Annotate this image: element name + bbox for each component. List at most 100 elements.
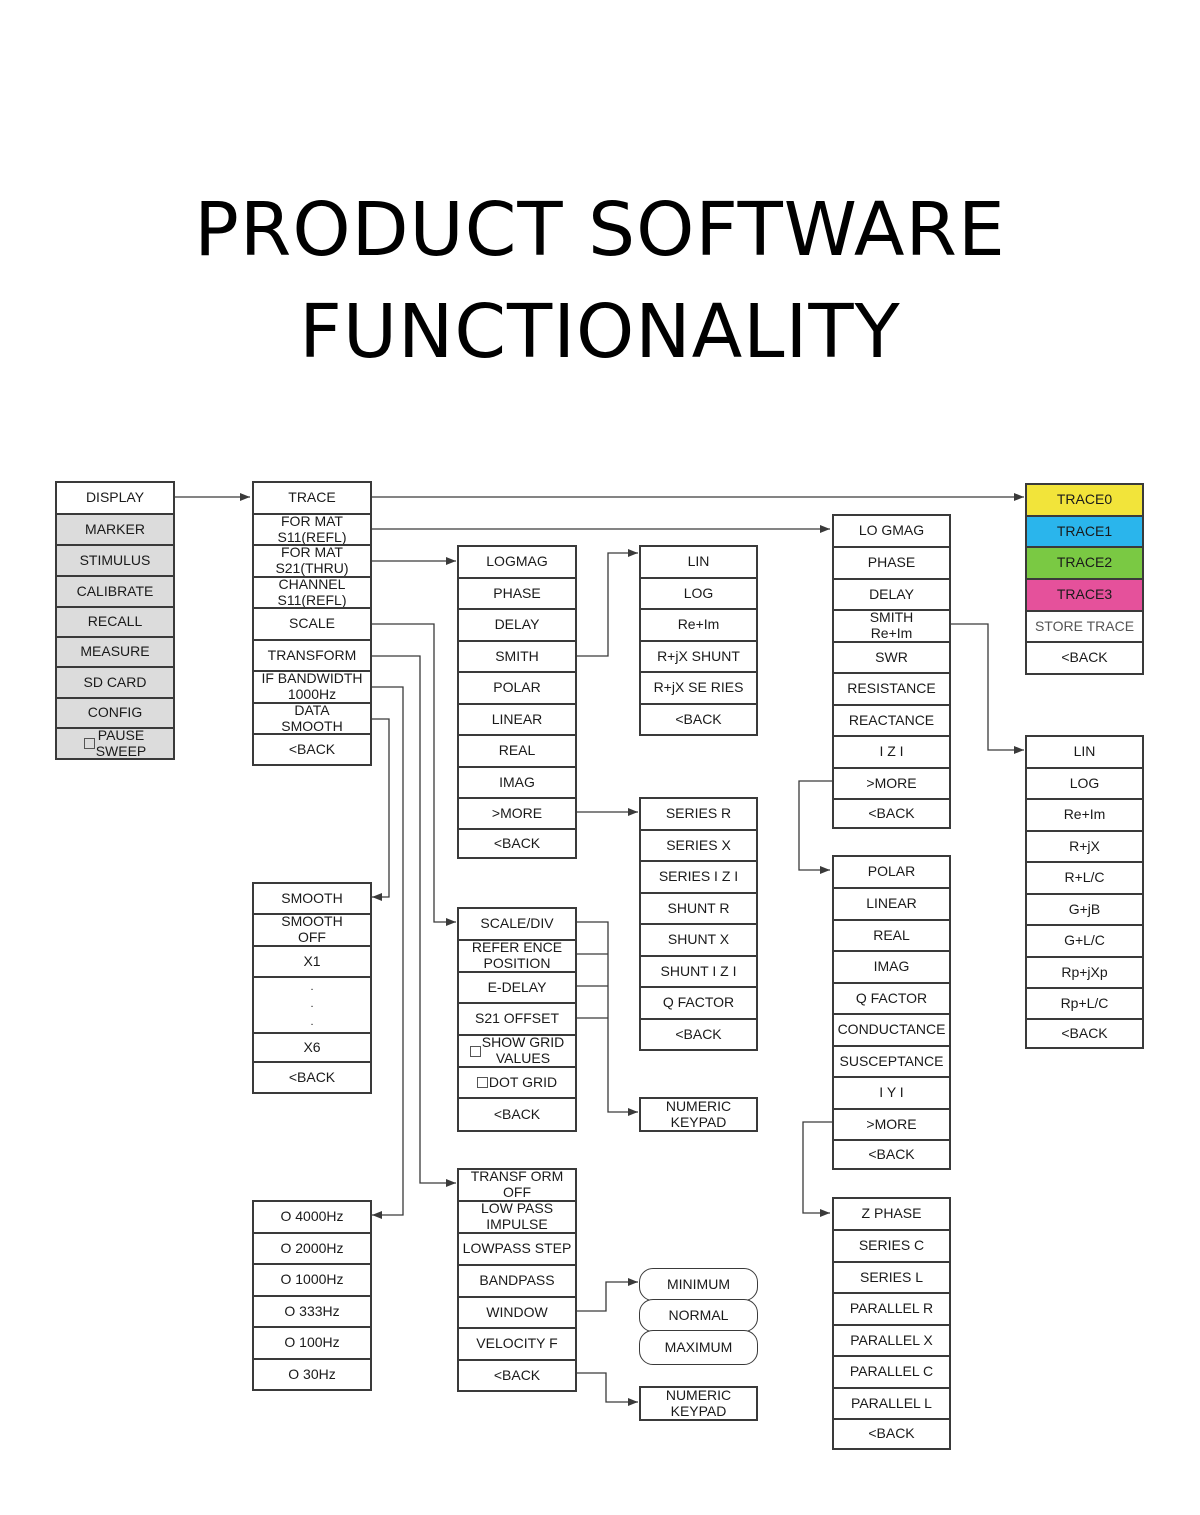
- smith-s11-item-r-l-c[interactable]: R+L/C: [1025, 861, 1144, 895]
- smith-s11-item-rp-l-c[interactable]: Rp+L/C: [1025, 987, 1144, 1020]
- more2-s11-item-series-c[interactable]: SERIES C: [832, 1229, 951, 1263]
- smooth-menu-item-x1[interactable]: X1: [252, 945, 372, 978]
- window-option-normal[interactable]: NORMAL: [639, 1299, 758, 1332]
- format-s11-item-delay[interactable]: DELAY: [832, 578, 951, 611]
- bandwidth-option-o-30hz[interactable]: O 30Hz: [252, 1358, 372, 1391]
- display-menu-item-if-bandwidth-1000hz[interactable]: IF BANDWIDTH 1000Hz: [252, 670, 372, 704]
- main-menu-item-pause-sweep[interactable]: PAUSE SWEEP: [55, 727, 175, 760]
- smith-s11-item-g-jb[interactable]: G+jB: [1025, 893, 1144, 926]
- format-s11-item-smith-re-im[interactable]: SMITH Re+Im: [832, 609, 951, 643]
- more-s11-item-real[interactable]: REAL: [832, 919, 951, 952]
- transform-menu-item-lowpass-step[interactable]: LOWPASS STEP: [457, 1232, 577, 1266]
- smith-s11-item-rp-jxp[interactable]: Rp+jXp: [1025, 956, 1144, 989]
- main-menu-item-measure[interactable]: MEASURE: [55, 636, 175, 668]
- more2-s11-item-parallel-l[interactable]: PARALLEL L: [832, 1387, 951, 1420]
- bandwidth-option-o-4000hz[interactable]: O 4000Hz: [252, 1200, 372, 1234]
- smooth-menu-item-x6[interactable]: X6: [252, 1032, 372, 1063]
- scale-menu-item-e-delay[interactable]: E-DELAY: [457, 971, 577, 1004]
- main-menu-item-marker[interactable]: MARKER: [55, 513, 175, 546]
- more2-s11-item-parallel-r[interactable]: PARALLEL R: [832, 1292, 951, 1326]
- smooth-menu-item-smooth-off[interactable]: SMOOTH OFF: [252, 913, 372, 947]
- format-s21-item-back[interactable]: <BACK: [457, 828, 577, 859]
- format-s21-item-phase[interactable]: PHASE: [457, 577, 577, 610]
- smith-s11-item-log[interactable]: LOG: [1025, 767, 1144, 800]
- display-menu-item-back[interactable]: <BACK: [252, 733, 372, 766]
- smooth-menu-item-item-3[interactable]: . . .: [252, 976, 372, 1034]
- display-menu-item-scale[interactable]: SCALE: [252, 607, 372, 641]
- transform-menu-item-velocity-f[interactable]: VELOCITY F: [457, 1327, 577, 1361]
- smith-s11-item-lin[interactable]: LIN: [1025, 735, 1144, 769]
- format-s11-item-more[interactable]: >MORE: [832, 767, 951, 800]
- format-s11-item-resistance[interactable]: RESISTANCE: [832, 672, 951, 706]
- checkbox-icon[interactable]: [83, 738, 95, 749]
- format-s11-item-phase[interactable]: PHASE: [832, 546, 951, 580]
- more-s11-item-i-y-i[interactable]: I Y I: [832, 1076, 951, 1110]
- more-s21-item-q-factor[interactable]: Q FACTOR: [639, 986, 758, 1020]
- format-s11-item-swr[interactable]: SWR: [832, 641, 951, 674]
- scale-menu-item-dot-grid[interactable]: DOT GRID: [457, 1066, 577, 1099]
- checkbox-icon[interactable]: [476, 1077, 488, 1088]
- format-s21-item-linear[interactable]: LINEAR: [457, 703, 577, 736]
- smith-s11-item-re-im[interactable]: Re+Im: [1025, 798, 1144, 832]
- more-s11-item-q-factor[interactable]: Q FACTOR: [832, 982, 951, 1015]
- trace-menu-item-trace2[interactable]: TRACE2: [1025, 546, 1144, 580]
- smith-s11-item-r-jx[interactable]: R+jX: [1025, 830, 1144, 863]
- trace-menu-item-trace0[interactable]: TRACE0: [1025, 483, 1144, 517]
- scale-menu-item-scale-div[interactable]: SCALE/DIV: [457, 907, 577, 941]
- smith-s21-item-r-jx-se-ries[interactable]: R+jX SE RIES: [639, 671, 758, 705]
- main-menu-item-recall[interactable]: RECALL: [55, 606, 175, 638]
- numeric-keypad-button-numeric-keypad[interactable]: NUMERIC KEYPAD: [639, 1097, 758, 1132]
- more-s11-item-linear[interactable]: LINEAR: [832, 887, 951, 921]
- format-s11-item-reactance[interactable]: REACTANCE: [832, 704, 951, 737]
- format-s21-item-more[interactable]: >MORE: [457, 797, 577, 830]
- more-s21-item-back[interactable]: <BACK: [639, 1018, 758, 1051]
- scale-menu-item-back[interactable]: <BACK: [457, 1097, 577, 1132]
- display-menu-item-channel-s11-refl[interactable]: CHANNEL S11(REFL): [252, 576, 372, 609]
- smith-s11-item-back[interactable]: <BACK: [1025, 1018, 1144, 1049]
- more-s21-item-shunt-x[interactable]: SHUNT X: [639, 923, 758, 957]
- transform-menu-item-back[interactable]: <BACK: [457, 1359, 577, 1392]
- window-option-maximum[interactable]: MAXIMUM: [639, 1330, 758, 1365]
- transform-menu-item-low-pass-impulse[interactable]: LOW PASS IMPULSE: [457, 1200, 577, 1234]
- more-s11-item-conductance[interactable]: CONDUCTANCE: [832, 1013, 951, 1047]
- transform-menu-item-window[interactable]: WINDOW: [457, 1296, 577, 1329]
- main-menu-item-display[interactable]: DISPLAY: [55, 481, 175, 515]
- format-s11-item-back[interactable]: <BACK: [832, 798, 951, 829]
- scale-menu-item-show-grid-values[interactable]: SHOW GRID VALUES: [457, 1034, 577, 1068]
- display-menu-item-for-mat-s11-refl[interactable]: FOR MAT S11(REFL): [252, 513, 372, 546]
- more-s11-item-more[interactable]: >MORE: [832, 1108, 951, 1141]
- more-s21-item-series-i-z-i[interactable]: SERIES I Z I: [639, 860, 758, 894]
- checkbox-icon[interactable]: [469, 1045, 481, 1057]
- format-s21-item-delay[interactable]: DELAY: [457, 608, 577, 642]
- smith-s21-item-r-jx-shunt[interactable]: R+jX SHUNT: [639, 640, 758, 673]
- display-menu-item-transform[interactable]: TRANSFORM: [252, 639, 372, 672]
- more-s21-item-shunt-r[interactable]: SHUNT R: [639, 892, 758, 925]
- format-s11-item-lo-gmag[interactable]: LO GMAG: [832, 514, 951, 548]
- numeric-keypad-button-numeric-keypad[interactable]: NUMERIC KEYPAD: [639, 1386, 758, 1421]
- more2-s11-item-back[interactable]: <BACK: [832, 1418, 951, 1450]
- bandwidth-option-o-1000hz[interactable]: O 1000Hz: [252, 1263, 372, 1297]
- display-menu-item-for-mat-s21-thru[interactable]: FOR MAT S21(THRU): [252, 544, 372, 578]
- main-menu-item-calibrate[interactable]: CALIBRATE: [55, 575, 175, 608]
- window-option-minimum[interactable]: MINIMUM: [639, 1268, 758, 1301]
- bandwidth-option-o-2000hz[interactable]: O 2000Hz: [252, 1232, 372, 1265]
- trace-menu-item-trace1[interactable]: TRACE1: [1025, 515, 1144, 548]
- scale-menu-item-s21-offset[interactable]: S21 OFFSET: [457, 1002, 577, 1036]
- more-s21-item-series-x[interactable]: SERIES X: [639, 829, 758, 862]
- more-s21-item-shunt-i-z-i[interactable]: SHUNT I Z I: [639, 955, 758, 988]
- format-s21-item-polar[interactable]: POLAR: [457, 671, 577, 705]
- smith-s21-item-re-im[interactable]: Re+Im: [639, 608, 758, 642]
- trace-menu-item-trace3[interactable]: TRACE3: [1025, 578, 1144, 612]
- more-s11-item-susceptance[interactable]: SUSCEPTANCE: [832, 1045, 951, 1078]
- transform-menu-item-transf-orm-off[interactable]: TRANSF ORM OFF: [457, 1168, 577, 1202]
- scale-menu-item-refer-ence-position[interactable]: REFER ENCE POSITION: [457, 939, 577, 973]
- more-s11-item-polar[interactable]: POLAR: [832, 855, 951, 889]
- trace-menu-item-store-trace[interactable]: STORE TRACE: [1025, 610, 1144, 643]
- smith-s11-item-g-l-c[interactable]: G+L/C: [1025, 924, 1144, 958]
- more-s21-item-series-r[interactable]: SERIES R: [639, 797, 758, 831]
- more2-s11-item-parallel-x[interactable]: PARALLEL X: [832, 1324, 951, 1357]
- display-menu-item-trace[interactable]: TRACE: [252, 481, 372, 515]
- smith-s21-item-lin[interactable]: LIN: [639, 545, 758, 579]
- smith-s21-item-back[interactable]: <BACK: [639, 703, 758, 736]
- bandwidth-option-o-100hz[interactable]: O 100Hz: [252, 1326, 372, 1360]
